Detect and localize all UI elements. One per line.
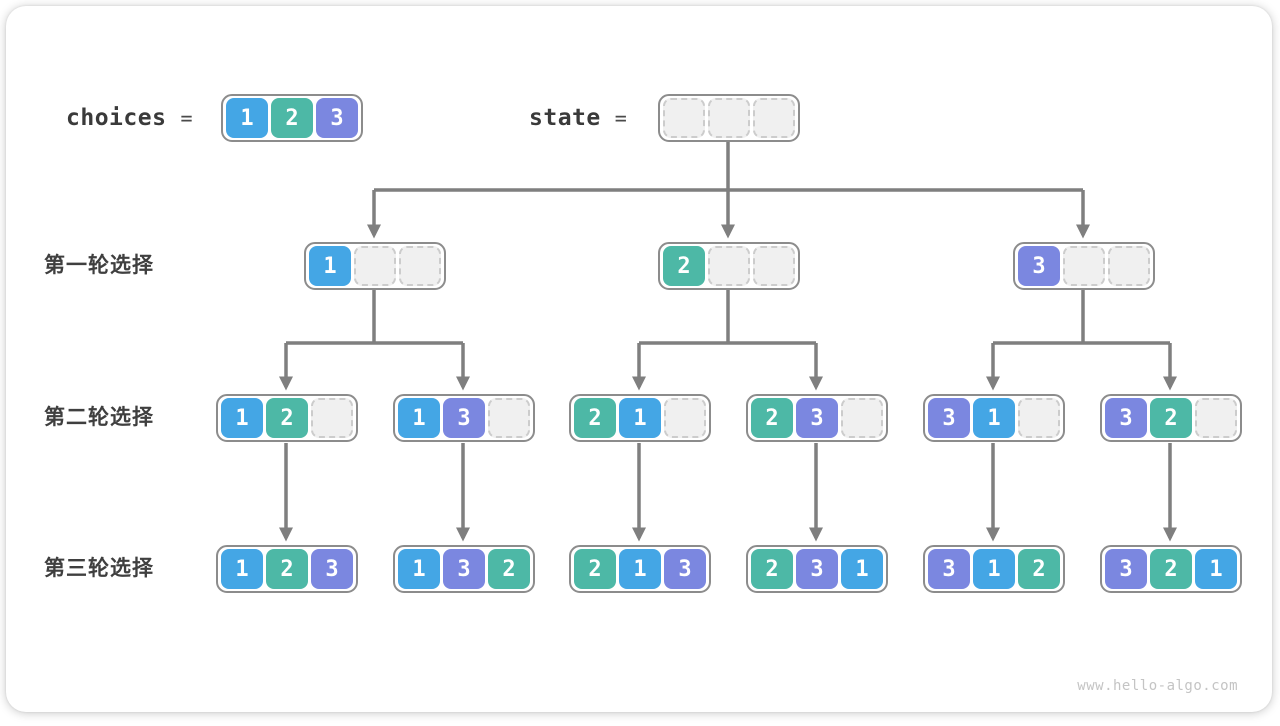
array-cell-2: 2 bbox=[574, 549, 616, 589]
array-cell-empty bbox=[708, 246, 750, 286]
array-cell-empty bbox=[488, 398, 530, 438]
state-label: state = bbox=[529, 94, 627, 142]
choices-equals-sign: = bbox=[180, 106, 193, 130]
array-cell-3: 3 bbox=[316, 98, 358, 138]
array-cell-2: 2 bbox=[574, 398, 616, 438]
array-cell-1: 1 bbox=[841, 549, 883, 589]
array-cell-2: 2 bbox=[266, 398, 308, 438]
array-cell-empty bbox=[354, 246, 396, 286]
choices-label-name: choices bbox=[66, 105, 167, 131]
array-cell-3: 3 bbox=[928, 549, 970, 589]
array-cell-empty bbox=[841, 398, 883, 438]
array-cell-empty bbox=[1018, 398, 1060, 438]
array-cell-empty bbox=[753, 246, 795, 286]
array-cell-2: 2 bbox=[488, 549, 530, 589]
array-cell-2: 2 bbox=[1150, 549, 1192, 589]
array-cell-empty bbox=[1063, 246, 1105, 286]
array-cell-2: 2 bbox=[271, 98, 313, 138]
array-cell-3: 3 bbox=[928, 398, 970, 438]
array-cell-3: 3 bbox=[1105, 398, 1147, 438]
array-cell-1: 1 bbox=[1195, 549, 1237, 589]
array-cell-3: 3 bbox=[664, 549, 706, 589]
array-cell-2: 2 bbox=[751, 398, 793, 438]
array-cell-empty bbox=[1108, 246, 1150, 286]
array-cell-1: 1 bbox=[309, 246, 351, 286]
array-cell-empty bbox=[664, 398, 706, 438]
array-cell-3: 3 bbox=[443, 549, 485, 589]
array-cell-3: 3 bbox=[796, 398, 838, 438]
tree-connector-arrows bbox=[279, 142, 1177, 542]
array-cell-1: 1 bbox=[973, 549, 1015, 589]
array-cell-empty bbox=[1195, 398, 1237, 438]
array-cell-2: 2 bbox=[663, 246, 705, 286]
watermark: www.hello-algo.com bbox=[1077, 678, 1238, 694]
array-cell-1: 1 bbox=[226, 98, 268, 138]
choices-label: choices = bbox=[66, 94, 192, 142]
array-cell-3: 3 bbox=[1105, 549, 1147, 589]
array-cell-3: 3 bbox=[443, 398, 485, 438]
array-cell-3: 3 bbox=[796, 549, 838, 589]
array-cell-1: 1 bbox=[398, 549, 440, 589]
array-cell-2: 2 bbox=[1150, 398, 1192, 438]
array-cell-3: 3 bbox=[311, 549, 353, 589]
array-cell-empty bbox=[708, 98, 750, 138]
array-cell-empty bbox=[663, 98, 705, 138]
round-1-label: 第一轮选择 bbox=[44, 254, 154, 277]
array-cell-empty bbox=[311, 398, 353, 438]
array-cell-2: 2 bbox=[1018, 549, 1060, 589]
round-1-state-box-2: 2 bbox=[658, 242, 800, 290]
state-array-box bbox=[658, 94, 800, 142]
array-cell-1: 1 bbox=[973, 398, 1015, 438]
round-1-state-box-3: 3 bbox=[1013, 242, 1155, 290]
array-cell-empty bbox=[753, 98, 795, 138]
array-cell-1: 1 bbox=[221, 398, 263, 438]
array-cell-1: 1 bbox=[619, 549, 661, 589]
state-label-name: state bbox=[529, 105, 601, 131]
array-cell-2: 2 bbox=[751, 549, 793, 589]
array-cell-empty bbox=[399, 246, 441, 286]
round-1-state-box-1: 1 bbox=[304, 242, 446, 290]
round-3-label: 第三轮选择 bbox=[44, 557, 154, 580]
state-equals-sign: = bbox=[614, 106, 627, 130]
array-cell-2: 2 bbox=[266, 549, 308, 589]
round-2-label: 第二轮选择 bbox=[44, 406, 154, 429]
array-cell-1: 1 bbox=[221, 549, 263, 589]
array-cell-1: 1 bbox=[619, 398, 661, 438]
array-cell-3: 3 bbox=[1018, 246, 1060, 286]
array-cell-1: 1 bbox=[398, 398, 440, 438]
